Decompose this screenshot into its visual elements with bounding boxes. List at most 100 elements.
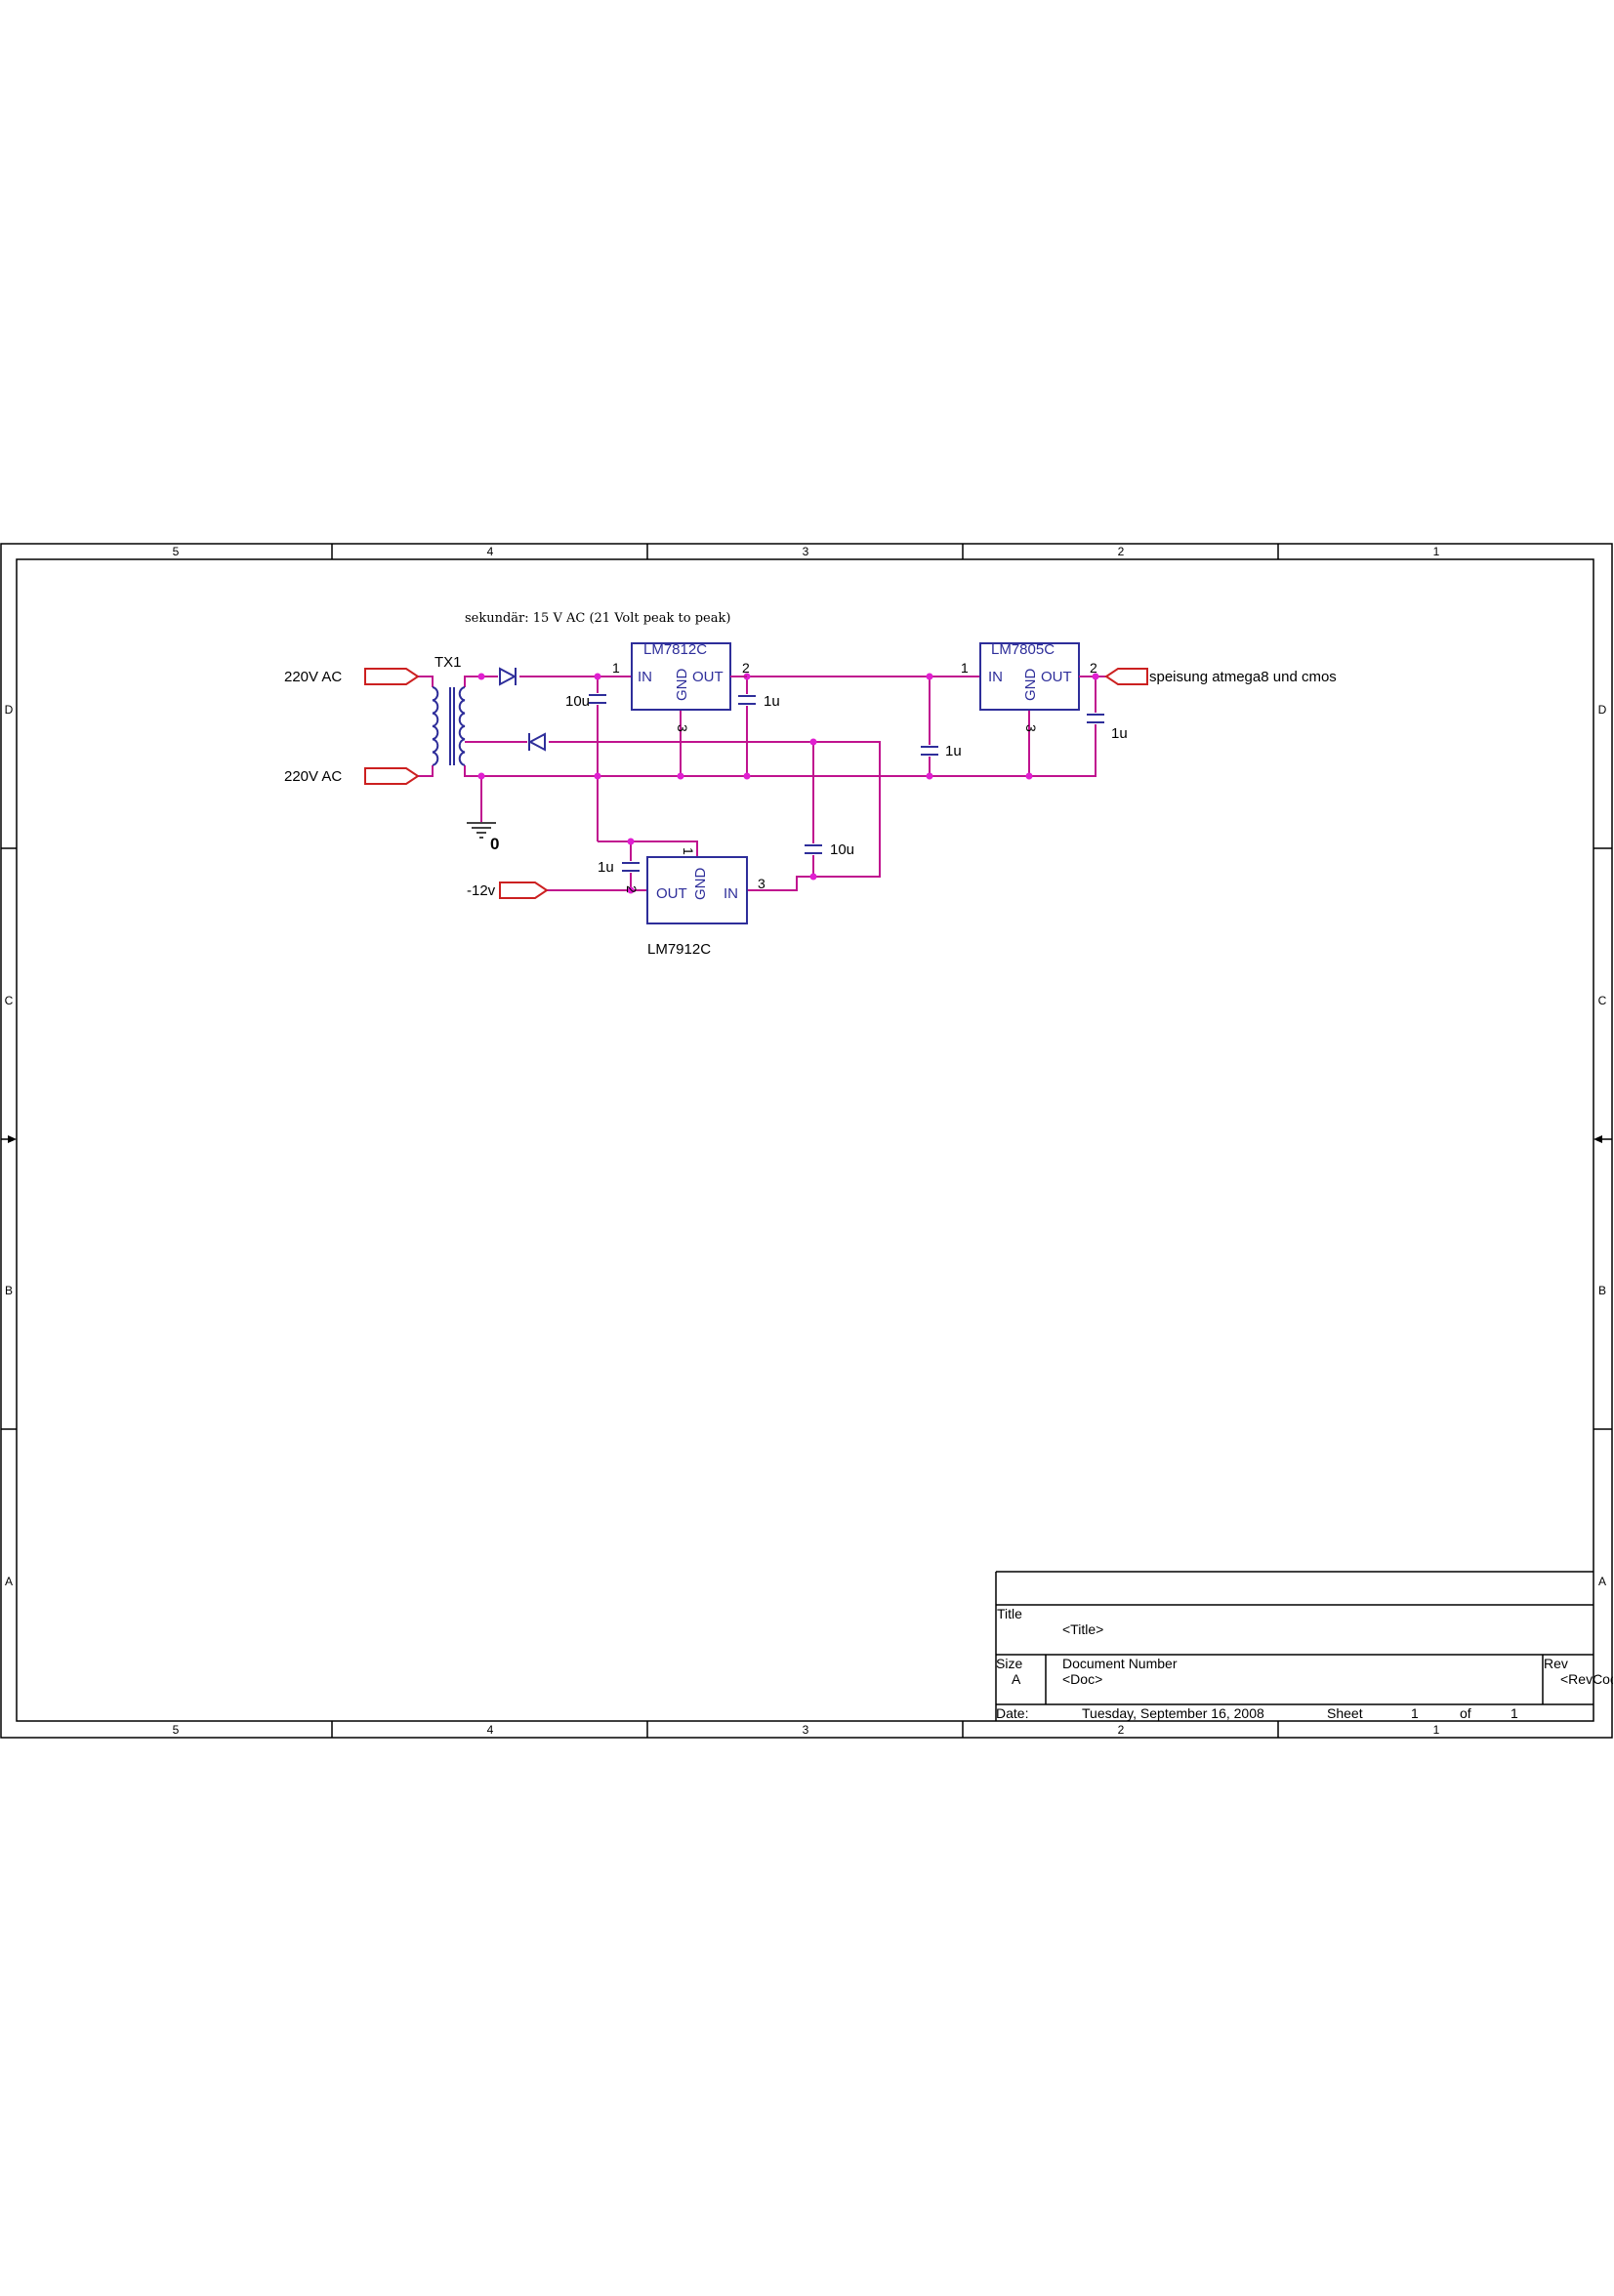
outer-border — [0, 543, 1613, 1739]
pin-label-gnd: GND — [692, 868, 709, 901]
offpage-connector-icon — [364, 668, 420, 685]
offpage-connector-icon — [364, 767, 420, 785]
port-ac-bottom: 220V AC — [284, 767, 420, 785]
row-label-right: B — [1598, 1284, 1606, 1297]
pin-label-out: OUT — [692, 669, 724, 685]
ic-name: LM7805C — [991, 641, 1055, 658]
row-label-right: C — [1598, 994, 1607, 1007]
row-label-left: A — [5, 1575, 13, 1588]
ic-name: LM7812C — [643, 641, 707, 658]
col-label-top: 1 — [1433, 545, 1440, 558]
capacitor-c5: 10u — [805, 841, 854, 858]
col-label-top: 5 — [173, 545, 180, 558]
capacitor-value: 1u — [764, 693, 780, 710]
pin-label-out: OUT — [656, 885, 687, 902]
pin-number: 3 — [758, 876, 766, 891]
col-label-top: 4 — [487, 545, 494, 558]
date-value: Tuesday, September 16, 2008 — [1082, 1705, 1264, 1721]
document-number-value: <Doc> — [1062, 1671, 1102, 1687]
document-number-label: Document Number — [1062, 1656, 1178, 1671]
secondary-coil-icon — [458, 686, 466, 766]
ic-body — [646, 856, 748, 924]
ground-net-label: 0 — [490, 835, 499, 853]
size-value: A — [1012, 1671, 1021, 1687]
ground-icon — [467, 822, 496, 839]
pin-number: 1 — [961, 660, 969, 676]
ic-name: LM7912C — [647, 941, 711, 958]
capacitor-value: 1u — [945, 743, 962, 759]
transformer-ref: TX1 — [435, 654, 462, 671]
pin-number: 2 — [624, 885, 640, 893]
diode-icon — [499, 667, 517, 686]
capacitor-c2: 1u — [738, 693, 780, 710]
port-label: speisung atmega8 und cmos — [1149, 669, 1337, 685]
pin-number: 2 — [1090, 660, 1097, 676]
pin-number: 1 — [681, 847, 696, 855]
pin-label-in: IN — [988, 669, 1003, 685]
offpage-connector-icon — [499, 882, 549, 899]
title-block: Title <Title> Size A Document Number <Do… — [995, 1571, 1614, 1721]
capacitor-value: 1u — [1111, 725, 1128, 742]
col-label-bottom: 3 — [803, 1723, 809, 1737]
pin-number: 2 — [742, 660, 750, 676]
diode-d2 — [527, 732, 549, 752]
row-label-left: B — [5, 1284, 13, 1297]
capacitor-value: 1u — [598, 859, 614, 876]
capacitor-value: 10u — [830, 841, 854, 858]
size-label: Size — [996, 1656, 1022, 1671]
regulator-lm7912c: OUT IN GND LM7912C 1 2 3 — [624, 847, 766, 958]
port-label: -12v — [467, 882, 496, 899]
pin-label-in: IN — [638, 669, 652, 685]
rev-label: Rev — [1544, 1656, 1568, 1671]
primary-coil-icon — [432, 686, 439, 766]
pin-label-in: IN — [724, 885, 738, 902]
regulator-lm7812c: LM7812C IN OUT GND 1 2 3 — [612, 641, 750, 732]
sheet-label: Sheet — [1327, 1705, 1363, 1721]
port-label: 220V AC — [284, 768, 342, 785]
capacitor-c1: 10u — [565, 693, 606, 710]
port-neg12: -12v — [467, 882, 549, 899]
pin-number: 1 — [612, 660, 620, 676]
col-label-bottom: 2 — [1118, 1723, 1125, 1737]
capacitor-c4: 1u — [1087, 714, 1128, 742]
port-5v-out: speisung atmega8 und cmos — [1104, 668, 1337, 685]
col-label-top: 2 — [1118, 545, 1125, 558]
drawing-frame: 5 4 3 2 1 5 4 3 2 1 D C B A D C B A — [0, 543, 1613, 1739]
port-ac-top: 220V AC — [284, 668, 420, 685]
pin-label-gnd: GND — [1022, 669, 1039, 702]
col-label-bottom: 5 — [173, 1723, 180, 1737]
date-label: Date: — [996, 1705, 1028, 1721]
of-value: 1 — [1511, 1705, 1518, 1721]
row-label-right: D — [1598, 703, 1607, 717]
col-label-bottom: 1 — [1433, 1723, 1440, 1737]
secondary-voltage-note: sekundär: 15 V AC (21 Volt peak to peak) — [465, 611, 730, 626]
pin-label-gnd: GND — [674, 669, 690, 702]
center-arrow-right-icon — [1593, 1135, 1602, 1143]
capacitor-value: 10u — [565, 693, 590, 710]
capacitor-c3: 1u — [921, 743, 962, 759]
row-label-left: C — [5, 994, 14, 1007]
title-label: Title — [997, 1606, 1022, 1621]
row-label-right: A — [1598, 1575, 1606, 1588]
col-label-top: 3 — [803, 545, 809, 558]
ground-symbol: 0 — [467, 822, 499, 853]
regulator-lm7805c: LM7805C IN OUT GND 1 2 3 — [961, 641, 1097, 732]
wires — [418, 676, 1106, 891]
of-label: of — [1460, 1705, 1471, 1721]
diode-d1 — [498, 667, 519, 686]
center-arrow-left-icon — [8, 1135, 17, 1143]
diode-icon — [527, 732, 546, 752]
rev-value: <RevCode> — [1560, 1671, 1614, 1687]
pin-number: 3 — [1023, 724, 1039, 732]
offpage-connector-icon — [1104, 668, 1148, 685]
capacitor-c6: 1u — [598, 859, 640, 876]
col-label-bottom: 4 — [487, 1723, 494, 1737]
inner-border — [16, 558, 1594, 1722]
title-value: <Title> — [1062, 1621, 1103, 1637]
transformer-tx1: TX1 — [432, 654, 466, 766]
row-label-left: D — [5, 703, 14, 717]
sheet-value: 1 — [1411, 1705, 1419, 1721]
pin-number: 3 — [675, 724, 690, 732]
port-label: 220V AC — [284, 669, 342, 685]
